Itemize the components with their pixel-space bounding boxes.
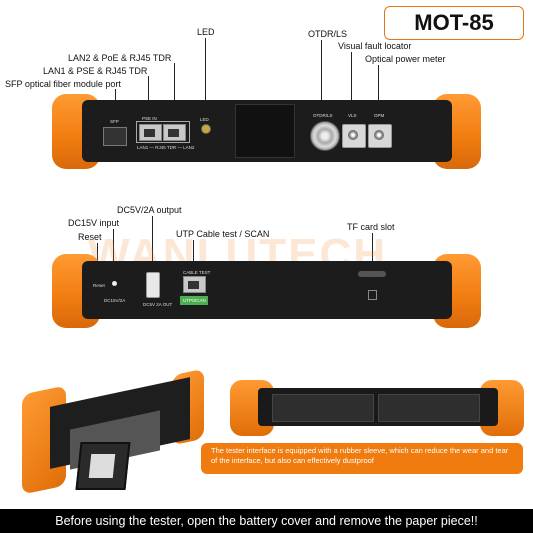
- cable-test-label: CABLE TEST: [183, 270, 211, 275]
- dc15v-callout: DC15V input: [68, 218, 120, 228]
- lan2-port: [163, 124, 186, 141]
- vfl-port: [342, 124, 366, 148]
- bottom-device-body: [82, 261, 452, 319]
- otdr-panel-label: OTDR/LS: [313, 113, 333, 118]
- opm-callout: Optical power meter: [365, 54, 446, 64]
- opm-leader: [378, 65, 379, 112]
- otdr-port: [310, 121, 340, 151]
- lan1-leader: [148, 76, 149, 109]
- lan1-callout: LAN1 & PSE & RJ45 TDR: [43, 66, 148, 76]
- tf-card-slot: [358, 271, 386, 277]
- reset-callout: Reset: [78, 232, 102, 242]
- kickstand-cutout: [88, 454, 116, 478]
- lan1-port: [139, 124, 162, 141]
- utp-scan-label: UTP/SCAN: [183, 298, 206, 303]
- led-callout: LED: [197, 27, 215, 37]
- opm-port: [368, 124, 392, 148]
- utp-port: [183, 276, 206, 293]
- tf-card-icon: [368, 290, 377, 300]
- led-indicator: [201, 124, 211, 134]
- vls-panel-label: VLS: [348, 113, 357, 118]
- sleeve-cover-left: [272, 394, 374, 422]
- pse-in-label: PSE IN: [142, 116, 157, 121]
- sfp-callout: SFP optical fiber module port: [5, 79, 121, 89]
- utp-scan-badge: UTP/SCAN: [180, 296, 208, 305]
- lan-tdr-label: LAN1 — RJ45 TDR — LAN2: [137, 145, 195, 150]
- lan2-callout: LAN2 & PoE & RJ45 TDR: [68, 53, 172, 63]
- reset-panel-label: Reset: [93, 283, 105, 288]
- opm-panel-label: OPM: [374, 113, 385, 118]
- sfp-leader: [115, 89, 116, 109]
- dc5v-leader: [152, 216, 153, 270]
- sfp-port: [103, 127, 127, 146]
- reset-hole: [112, 281, 117, 286]
- dc15v-panel-label: DC15V/2A: [104, 298, 126, 303]
- footer-warning: Before using the tester, open the batter…: [0, 509, 533, 533]
- usb-port: [146, 272, 160, 298]
- vfl-callout: Visual fault locator: [338, 41, 412, 51]
- utp-callout: UTP Cable test / SCAN: [176, 229, 270, 239]
- sfp-port-label: SFP: [110, 119, 119, 124]
- top-cover-panel: [235, 104, 295, 158]
- utp-leader: [193, 240, 194, 270]
- lan-port-frame: [136, 121, 190, 143]
- rubber-sleeve-note: The tester interface is equipped with a …: [201, 443, 523, 474]
- lan2-leader: [174, 63, 175, 109]
- tf-leader: [372, 233, 373, 270]
- otdr-leader: [321, 40, 322, 112]
- sleeve-cover-right: [378, 394, 480, 422]
- kickstand: [75, 442, 131, 490]
- model-title: MOT-85: [384, 6, 524, 40]
- dc5v-panel-label: DC5V 2A OUT: [143, 302, 173, 307]
- led-panel-label: LED: [200, 117, 209, 122]
- led-leader: [205, 38, 206, 114]
- vfl-leader: [351, 52, 352, 112]
- otdr-callout: OTDR/LS: [308, 29, 348, 39]
- dc15v-leader: [113, 229, 114, 281]
- tf-callout: TF card slot: [347, 222, 395, 232]
- tester-sleeve-photo: [230, 380, 525, 436]
- tester-back-photo: [12, 368, 208, 504]
- dc5v-callout: DC5V/2A output: [117, 205, 182, 215]
